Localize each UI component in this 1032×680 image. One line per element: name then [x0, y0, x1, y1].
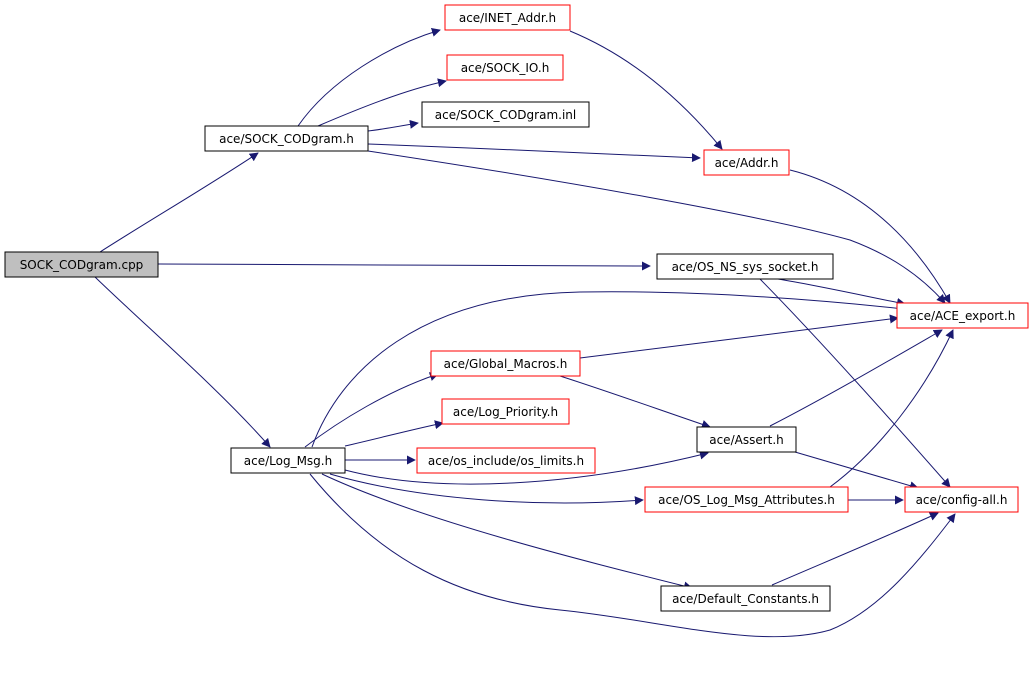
edge-log-msg-h-to-os-log-msg-attributes-h: [329, 473, 644, 506]
edge-os-ns-sys-socket-h-to-config-all-h: [759, 278, 951, 488]
node-label: ace/Log_Priority.h: [453, 405, 558, 419]
edge-assert-h-to-config-all-h: [794, 451, 919, 491]
node-os-log-msg-attributes-h[interactable]: ace/OS_Log_Msg_Attributes.h: [644, 486, 849, 513]
edge-sock-codgram-h-to-addr-h: [367, 143, 701, 163]
edge-inet-addr-h-to-addr-h: [569, 30, 723, 150]
node-label: SOCK_CODgram.cpp: [20, 258, 144, 272]
node-label: ace/Global_Macros.h: [444, 357, 568, 371]
node-sock-codgram-cpp[interactable]: SOCK_CODgram.cpp: [4, 251, 159, 278]
edge-log-msg-h-to-default-constants-h: [321, 473, 693, 591]
node-assert-h[interactable]: ace/Assert.h: [696, 426, 797, 453]
edge-os-ns-sys-socket-h-to-ace-export-h: [777, 278, 906, 307]
edge-sock-codgram-h-to-ace-export-h: [367, 150, 946, 304]
node-label: ace/config-all.h: [916, 493, 1008, 507]
node-label: ace/Default_Constants.h: [672, 592, 819, 606]
edge-log-msg-h-to-ace-export-h: [311, 291, 906, 448]
node-label: ace/SOCK_CODgram.inl: [435, 108, 576, 122]
edge-log-msg-h-to-assert-h: [344, 450, 709, 485]
node-config-all-h[interactable]: ace/config-all.h: [904, 486, 1019, 513]
edge-global-macros-h-to-assert-h: [559, 375, 711, 429]
node-label: ace/Assert.h: [709, 433, 784, 447]
edge-os-log-msg-attributes-h-to-ace-export-h: [829, 329, 954, 488]
node-label: ace/SOCK_CODgram.h: [219, 132, 354, 146]
edge-cpp-to-log-msg-h: [94, 276, 271, 448]
edge-log-msg-h-to-log-priority-h: [344, 420, 444, 447]
edge-sock-codgram-h-to-sock-codgram-inl: [367, 119, 419, 132]
edge-assert-h-to-ace-export-h: [769, 329, 943, 427]
node-log-msg-h[interactable]: ace/Log_Msg.h: [230, 447, 346, 474]
node-log-priority-h[interactable]: ace/Log_Priority.h: [441, 398, 570, 425]
edge-global-macros-h-to-ace-export-h: [579, 314, 899, 359]
node-label: ace/Log_Msg.h: [244, 454, 332, 468]
node-label: ace/OS_NS_sys_socket.h: [672, 260, 819, 274]
node-global-macros-h[interactable]: ace/Global_Macros.h: [430, 350, 581, 377]
edge-cpp-to-os-ns-sys-socket-h: [157, 261, 651, 271]
node-label: ace/OS_Log_Msg_Attributes.h: [658, 493, 835, 507]
edge-log-msg-h-to-config-all-h: [309, 473, 956, 638]
node-default-constants-h[interactable]: ace/Default_Constants.h: [660, 585, 831, 612]
edge-sock-codgram-h-to-inet-addr-h: [297, 28, 441, 127]
node-label: ace/INET_Addr.h: [459, 11, 556, 25]
edge-cpp-to-sock-codgram-h: [99, 152, 259, 253]
node-sock-io-h[interactable]: ace/SOCK_IO.h: [446, 54, 564, 81]
node-sock-codgram-h[interactable]: ace/SOCK_CODgram.h: [204, 125, 369, 152]
node-label: ace/Addr.h: [715, 156, 779, 170]
edge-sock-codgram-h-to-sock-io-h: [317, 78, 447, 127]
edge-addr-h-to-ace-export-h: [789, 169, 951, 304]
node-label: ace/SOCK_IO.h: [461, 61, 550, 75]
node-ace-export-h[interactable]: ace/ACE_export.h: [896, 302, 1029, 329]
node-label: ace/ACE_export.h: [910, 309, 1016, 323]
node-inet-addr-h[interactable]: ace/INET_Addr.h: [444, 4, 571, 31]
edge-log-msg-h-to-global-macros-h: [304, 372, 439, 448]
node-sock-codgram-inl[interactable]: ace/SOCK_CODgram.inl: [421, 101, 590, 128]
node-label: ace/os_include/os_limits.h: [428, 454, 584, 468]
edge-default-constants-h-to-config-all-h: [771, 512, 939, 586]
node-os-limits-h[interactable]: ace/os_include/os_limits.h: [416, 447, 596, 474]
node-addr-h[interactable]: ace/Addr.h: [703, 149, 790, 176]
node-os-ns-sys-socket-h[interactable]: ace/OS_NS_sys_socket.h: [656, 253, 834, 280]
